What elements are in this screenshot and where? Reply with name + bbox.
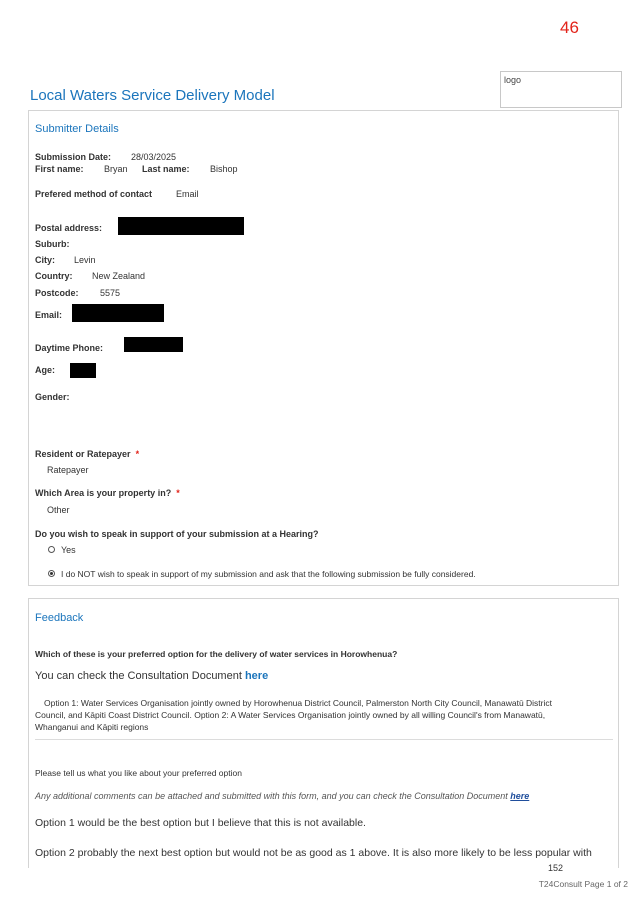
submission-date-label: Submission Date: [35,152,112,162]
postal-address-label: Postal address: [35,223,103,233]
email-redaction [72,304,164,322]
resident-ratepayer-label: Resident or Ratepayer * [35,449,139,459]
property-area-label: Which Area is your property in? * [35,488,180,498]
city-value: Levin [74,255,96,265]
additional-comments-text: Any additional comments can be attached … [35,791,508,801]
check-document-text: You can check the Consultation Document [35,670,242,682]
country-value: New Zealand [92,271,146,281]
feedback-panel: Feedback Which of these is your preferre… [28,598,619,868]
age-redaction [70,363,96,378]
resident-ratepayer-label-text: Resident or Ratepayer [35,449,131,459]
postcode-label: Postcode: [35,288,79,298]
hearing-no-label: I do NOT wish to speak in support of my … [61,569,476,579]
document-title: Local Waters Service Delivery Model [30,87,275,104]
city-label: City: [35,255,55,265]
hearing-yes-radio[interactable] [48,546,55,553]
hearing-no-radio[interactable] [48,570,55,577]
age-label: Age: [35,365,55,375]
daytime-phone-label: Daytime Phone: [35,343,104,353]
hearing-question: Do you wish to speak in support of your … [35,529,319,539]
gender-label: Gender: [35,392,70,402]
email-label: Email: [35,310,63,320]
footer-page-info: T24Consult Page 1 of 2 [538,879,628,889]
like-question: Please tell us what you like about your … [35,768,242,778]
answer-paragraph-2: Option 2 probably the next best option b… [35,847,592,859]
suburb-label: Suburb: [35,239,70,249]
options-text-line-1: Option 1: Water Services Organisation jo… [44,698,552,708]
submitter-details-title: Submitter Details [35,123,119,135]
consultation-document-link[interactable]: here [244,670,269,682]
options-text-line-3: Whanganui and Kāpiti regions [35,722,149,732]
postal-address-redaction [118,217,244,235]
additional-comments-line: Any additional comments can be attached … [35,791,529,801]
first-name-label: First name: [35,164,84,174]
country-label: Country: [35,271,73,281]
last-name-label: Last name: [142,164,190,174]
submission-date-value: 28/03/2025 [131,152,177,162]
additional-consultation-link[interactable]: here [510,791,530,801]
footer-page-number: 152 [548,863,564,873]
check-document-line: You can check the Consultation Document … [35,670,268,682]
property-area-value: Other [47,505,70,515]
contact-method-value: Email [176,189,199,199]
postcode-value: 5575 [100,288,121,298]
last-name-value: Bishop [210,164,238,174]
feedback-title: Feedback [35,612,84,624]
required-marker: * [176,488,180,498]
resident-ratepayer-value: Ratepayer [47,465,89,475]
page-number: 46 [560,18,579,37]
logo-placeholder-text: logo [504,75,522,85]
options-text-line-2: Council, and Kāpiti Coast District Counc… [35,710,546,720]
contact-method-label: Prefered method of contact [35,189,153,199]
property-area-label-text: Which Area is your property in? [35,488,172,498]
preferred-option-question: Which of these is your preferred option … [35,649,398,659]
required-marker: * [135,449,140,459]
divider [35,739,613,740]
first-name-value: Bryan [104,164,128,174]
logo: logo [500,71,622,108]
hearing-yes-label: Yes [61,545,76,555]
daytime-phone-redaction [124,337,183,352]
submitter-details-panel: Submitter Details Submission Date: 28/03… [28,110,619,586]
answer-paragraph-1: Option 1 would be the best option but I … [35,817,366,829]
